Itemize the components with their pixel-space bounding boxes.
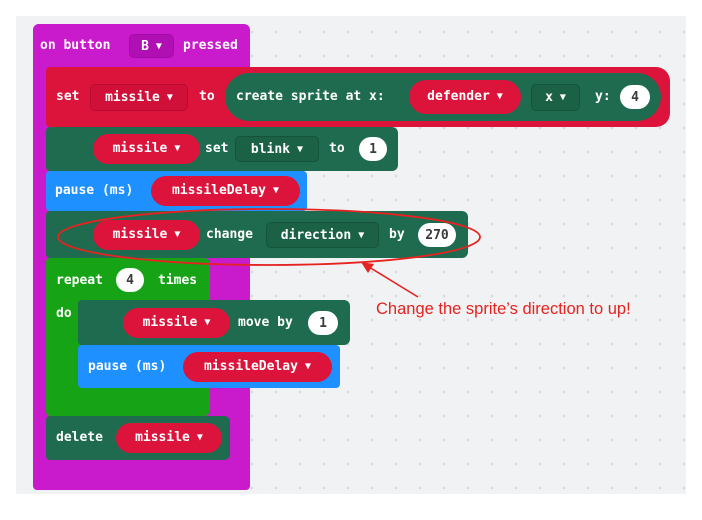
dropdown-caret-icon: ▼ (272, 185, 279, 196)
pause-block-2[interactable]: pause (ms) missileDelay ▼ (78, 345, 340, 388)
dropdown-caret-icon: ▼ (304, 361, 311, 372)
set-blink-block[interactable]: missile ▼ set blink ▼ to 1 (46, 127, 398, 171)
event-on-label: on button (40, 38, 111, 53)
x-property-dropdown[interactable]: x▼ (531, 84, 580, 111)
create-sprite-label: create sprite at x: (236, 89, 385, 104)
dropdown-caret-icon: ▼ (559, 92, 566, 103)
delete-label: delete (56, 430, 103, 445)
move-sprite-name: missile (142, 315, 198, 330)
dropdown-caret-icon: ▼ (496, 91, 503, 102)
blink-sprite-name: missile (112, 141, 168, 156)
delete-sprite-name: missile (135, 430, 190, 445)
blink-set-label: set (205, 141, 229, 156)
direction-property-name: direction (280, 227, 352, 243)
pause-label: pause (ms) (55, 183, 134, 198)
dropdown-caret-icon: ▼ (358, 229, 365, 241)
button-value: B (141, 38, 149, 54)
annotation-text: Change the sprite’s direction to up! (376, 300, 631, 318)
event-pressed-label: pressed (183, 38, 238, 53)
delay-variable-reporter-2[interactable]: missileDelay ▼ (183, 352, 332, 382)
set-variable-block[interactable]: set missile ▼ to create sprite at x: defe… (46, 67, 670, 127)
blink-to-label: to (329, 141, 345, 156)
pause-label-2: pause (ms) (88, 359, 167, 374)
by-label: by (389, 227, 405, 242)
x-sprite-reporter[interactable]: defender ▼ (409, 80, 521, 114)
repeat-label: repeat (56, 273, 103, 288)
blink-sprite-reporter[interactable]: missile ▼ (93, 134, 200, 164)
dropdown-caret-icon: ▼ (204, 317, 211, 328)
x-sprite-name: defender (427, 89, 490, 104)
change-sprite-name: missile (112, 227, 168, 242)
dropdown-caret-icon: ▼ (174, 143, 181, 154)
dropdown-caret-icon: ▼ (297, 143, 304, 155)
delay-variable-name: missileDelay (172, 183, 266, 198)
repeat-count-input[interactable]: 4 (116, 268, 144, 292)
variable-dropdown[interactable]: missile ▼ (90, 84, 188, 111)
x-property-name: x (545, 90, 553, 105)
delay-variable-name-2: missileDelay (204, 359, 298, 374)
direction-property-dropdown[interactable]: direction ▼ (266, 222, 379, 248)
move-by-block[interactable]: missile ▼ move by 1 (78, 300, 350, 345)
dropdown-caret-icon: ▼ (174, 229, 181, 240)
change-label: change (206, 227, 253, 242)
change-sprite-reporter[interactable]: missile ▼ (93, 220, 200, 250)
variable-name: missile (105, 90, 160, 105)
move-sprite-reporter[interactable]: missile ▼ (123, 308, 230, 338)
change-direction-block[interactable]: missile ▼ change direction ▼ by 270 (46, 211, 468, 258)
dropdown-caret-icon: ▼ (166, 92, 173, 103)
direction-value-input[interactable]: 270 (418, 223, 456, 247)
set-label: set (56, 89, 80, 104)
pause-block-1[interactable]: pause (ms) missileDelay ▼ (46, 171, 307, 211)
delete-sprite-block[interactable]: delete missile ▼ (46, 416, 230, 460)
move-by-label: move by (238, 315, 293, 330)
y-value-input[interactable]: 4 (620, 85, 650, 109)
delay-variable-reporter[interactable]: missileDelay ▼ (151, 176, 300, 206)
dropdown-caret-icon: ▼ (155, 40, 162, 52)
move-value-input[interactable]: 1 (308, 311, 338, 335)
delete-sprite-reporter[interactable]: missile ▼ (116, 423, 222, 453)
blink-property-name: blink (250, 141, 291, 157)
blink-value-input[interactable]: 1 (359, 137, 387, 161)
to-label: to (199, 89, 215, 104)
button-dropdown[interactable]: B▼ (129, 34, 174, 58)
y-label: y: (595, 89, 611, 104)
dropdown-caret-icon: ▼ (196, 432, 203, 443)
blink-property-dropdown[interactable]: blink ▼ (235, 136, 319, 162)
do-label: do (56, 306, 72, 321)
times-label: times (158, 273, 198, 288)
